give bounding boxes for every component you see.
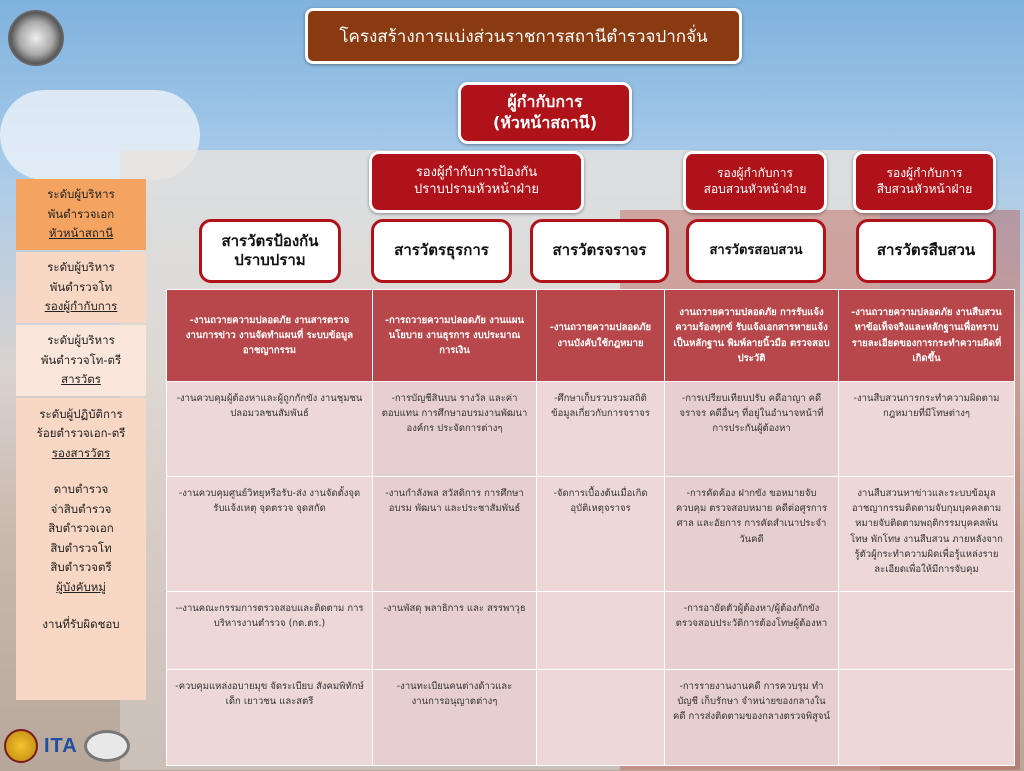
level-deputy-inspector: ระดับผู้ปฏิบัติการ ร้อยตำรวจเอก-ตรี รองส… bbox=[16, 398, 146, 470]
police-seal-icon bbox=[4, 729, 38, 763]
inspector-box-traffic: สารวัตรจราจร bbox=[530, 219, 669, 283]
duty-cell: -งานสืบสวนการกระทำความผิดตามกฎหมายที่มีโ… bbox=[838, 381, 1015, 477]
table-row: -งานควบคุมผู้ต้องหาและผู้ถูกกักขัง งานชุ… bbox=[166, 381, 1015, 477]
deputy-box-inquiry: รองผู้กำกับการ สอบสวนหัวหน้าฝ่าย bbox=[683, 151, 827, 213]
inspector-box-investigation: สารวัตรสืบสวน bbox=[856, 219, 996, 283]
header-cell: -งานถวายความปลอดภัย งานบังคับใช้กฎหมาย bbox=[536, 289, 665, 382]
header-cell: -งานถวายความปลอดภัย งานสืบสวนหาข้อเท็จจร… bbox=[838, 289, 1015, 382]
duty-cell: -ควบคุมแหล่งอบายมุข จัดระเบียบ สังคมพิทั… bbox=[166, 669, 373, 766]
duty-cell bbox=[536, 591, 665, 670]
duty-cell: -การรายงานงานคดี การควบรุม ทำบัญชี เก็บร… bbox=[664, 669, 839, 766]
header-cell: -งานถวายความปลอดภัย งานสารตรวจ งานการข่า… bbox=[166, 289, 373, 382]
level-position: ผู้บังคับหมู่ bbox=[16, 578, 146, 598]
duty-cell bbox=[536, 669, 665, 766]
duties-table: -งานถวายความปลอดภัย งานสารตรวจ งานการข่า… bbox=[166, 289, 1015, 766]
duty-cell: -งานควบคุมศูนย์วิทยุหรือรับ-ส่ง งานจัดตั… bbox=[166, 476, 373, 592]
inspector-box-inquiry: สารวัตรสอบสวน bbox=[686, 219, 826, 283]
header-cell: -การถวายความปลอดภัย งานแผนนโยบาย งานธุรก… bbox=[372, 289, 537, 382]
deputy-line2: ปราบปรามหัวหน้าฝ่าย bbox=[413, 182, 540, 197]
level-line: จ่าสิบตำรวจ bbox=[50, 501, 112, 516]
deputy-line2: สอบสวนหัวหน้าฝ่าย bbox=[703, 182, 807, 196]
level-position-text: หัวหน้าสถานี bbox=[48, 226, 114, 241]
duty-cell: งานสืบสวนหาข่าวและระบบข้อมูล อาชญากรรมติ… bbox=[838, 476, 1015, 592]
level-line: สิบตำรวจตรี bbox=[50, 560, 112, 575]
table-header-row: -งานถวายความปลอดภัย งานสารตรวจ งานการข่า… bbox=[166, 289, 1015, 382]
duty-cell: -การคัดค้อง ฝากขัง ขอหมายจับ ควบคุม ตรวจ… bbox=[664, 476, 839, 592]
table-row: -งานควบคุมศูนย์วิทยุหรือรับ-ส่ง งานจัดตั… bbox=[166, 476, 1015, 592]
duty-cell: -งานพัสดุ พลาธิการ และ สรรพาวุธ bbox=[372, 591, 537, 670]
level-line: ระดับผู้บริหาร bbox=[47, 260, 115, 275]
inspector-label: สารวัตรธุรการ bbox=[394, 241, 489, 260]
inspector-line2: ปราบปราม bbox=[234, 251, 306, 269]
magnifier-icon bbox=[83, 730, 130, 762]
level-position-text: รองสารวัตร bbox=[51, 445, 111, 460]
chief-title: ผู้กำกับการ bbox=[507, 92, 583, 112]
level-line: พันตำรวจโท bbox=[49, 279, 113, 294]
chief-box: ผู้กำกับการ (หัวหน้าสถานี) bbox=[458, 82, 632, 144]
level-noncommissioned: ดาบตำรวจ จ่าสิบตำรวจ สิบตำรวจเอก สิบตำรว… bbox=[16, 470, 146, 700]
level-line: ระดับผู้บริหาร bbox=[47, 187, 115, 202]
level-line: สิบตำรวจเอก bbox=[48, 521, 114, 536]
header-cell: งานถวายความปลอดภัย การรับแจ้งความร้องทุก… bbox=[664, 289, 839, 382]
level-position: สารวัตร bbox=[16, 370, 146, 390]
duty-cell: -งานทะเบียนคนต่างด้าวและงานการอนุญาตต่าง… bbox=[372, 669, 537, 766]
duty-cell: -งานควบคุมผู้ต้องหาและผู้ถูกกักขัง งานชุ… bbox=[166, 381, 373, 477]
level-inspector: ระดับผู้บริหาร พันตำรวจโท-ตรี สารวัตร bbox=[16, 325, 146, 396]
level-line: สิบตำรวจโท bbox=[50, 540, 112, 555]
inspector-label: สารวัตรจราจร bbox=[552, 241, 647, 260]
inspector-label: สารวัตรสอบสวน bbox=[709, 242, 803, 258]
duty-cell: -การเปรียบเทียบปรับ คดีอาญา คดีจราจร คดี… bbox=[664, 381, 839, 477]
level-position-text: สารวัตร bbox=[61, 372, 101, 387]
inspector-line1: สารวัตรป้องกัน bbox=[221, 231, 319, 250]
level-deputy: ระดับผู้บริหาร พันตำรวจโท รองผู้กำกับการ bbox=[16, 252, 146, 323]
table-row: -ควบคุมแหล่งอบายมุข จัดระเบียบ สังคมพิทั… bbox=[166, 669, 1015, 766]
level-line: พันตำรวจเอก bbox=[47, 206, 115, 221]
duty-cell bbox=[838, 591, 1015, 670]
table-row: --งานคณะกรรมการตรวจสอบและติดตาม การบริหา… bbox=[166, 591, 1015, 670]
duty-cell: -ศึกษาเก็บรวบรวมสถิติข้อมูลเกี่ยวกับการจ… bbox=[536, 381, 665, 477]
level-line: พันตำรวจโท-ตรี bbox=[40, 352, 122, 367]
level-line: ดาบตำรวจ bbox=[53, 482, 109, 496]
deputy-line1: รองผู้กำกับการ bbox=[886, 166, 963, 181]
level-position: รองสารวัตร bbox=[16, 444, 146, 464]
level-position-text: รองผู้กำกับการ bbox=[44, 299, 118, 314]
deputy-box-investigation: รองผู้กำกับการ สืบสวนหัวหน้าฝ่าย bbox=[853, 151, 996, 213]
ita-logo: ITA bbox=[44, 734, 78, 757]
deputy-line1: รองผู้กำกับการป้องกัน bbox=[415, 165, 538, 181]
duty-cell: -จัดการเบื้องต้นเมื่อเกิดอุบัติเหตุจราจร bbox=[536, 476, 665, 592]
inspector-box-admin: สารวัตรธุรการ bbox=[371, 219, 512, 283]
deputy-line1: รองผู้กำกับการ bbox=[717, 166, 793, 181]
rank-levels-column: ระดับผู้บริหาร พันตำรวจเอก หัวหน้าสถานี … bbox=[16, 179, 146, 700]
duty-cell: --งานคณะกรรมการตรวจสอบและติดตาม การบริหา… bbox=[166, 591, 373, 670]
duty-cell: -การอายัดตัวผู้ต้องหา/ผู้ต้องกักขัง ตรวจ… bbox=[664, 591, 839, 670]
chief-subtitle: (หัวหน้าสถานี) bbox=[493, 113, 597, 132]
page-title: โครงสร้างการแบ่งส่วนราชการสถานีตำรวจปากจ… bbox=[305, 8, 742, 64]
police-emblem-icon bbox=[8, 10, 64, 66]
level-line: ระดับผู้บริหาร bbox=[47, 333, 115, 348]
deputy-line2: สืบสวนหัวหน้าฝ่าย bbox=[876, 182, 973, 196]
level-line: ระดับผู้ปฏิบัติการ bbox=[39, 406, 123, 421]
duty-cell: -การบัญชีสินบน รางวัล และค่าตอบแทน การศึ… bbox=[372, 381, 537, 477]
footer-logos: ITA bbox=[4, 728, 154, 764]
level-position-text: ผู้บังคับหมู่ bbox=[56, 579, 106, 594]
inspector-box-prevention: สารวัตรป้องกัน ปราบปราม bbox=[199, 219, 341, 283]
duty-cell: -งานกำลังพล สวัสดิการ การศึกษาอบรม พัฒนา… bbox=[372, 476, 537, 592]
duty-cell bbox=[838, 669, 1015, 766]
level-position: รองผู้กำกับการ bbox=[16, 297, 146, 317]
deputy-box-prevention: รองผู้กำกับการป้องกัน ปราบปรามหัวหน้าฝ่า… bbox=[369, 151, 584, 213]
level-line: ร้อยตำรวจเอก-ตรี bbox=[36, 426, 126, 441]
level-duties-label: งานที่รับผิดชอบ bbox=[42, 617, 120, 632]
inspector-label: สารวัตรสืบสวน bbox=[876, 241, 976, 260]
level-position: หัวหน้าสถานี bbox=[16, 224, 146, 244]
level-chief: ระดับผู้บริหาร พันตำรวจเอก หัวหน้าสถานี bbox=[16, 179, 146, 250]
